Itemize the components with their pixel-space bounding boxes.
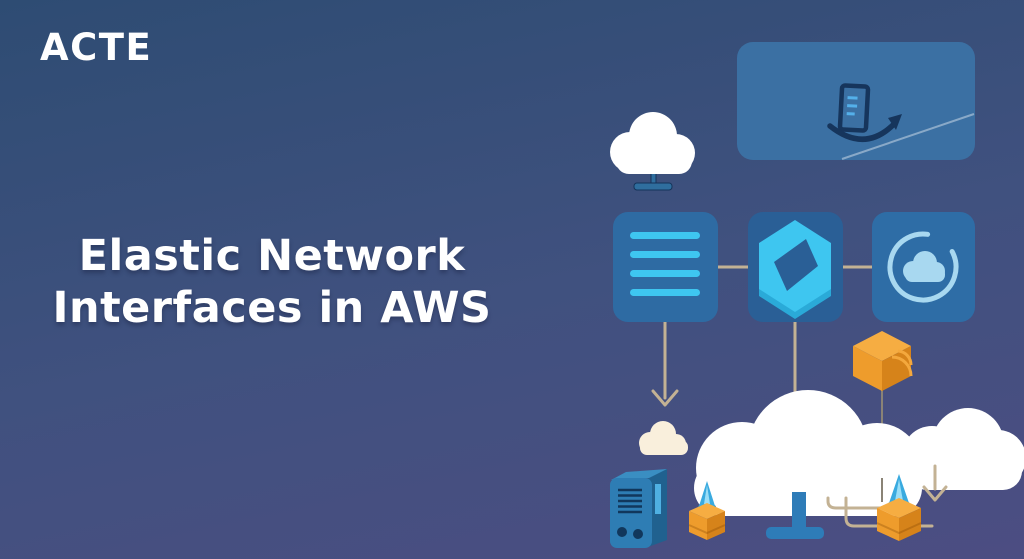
big-cloud-icon [694,390,922,516]
down-arrow-icon [922,464,948,502]
page-title-line2: Interfaces in AWS [52,282,492,333]
hexagon-package-icon [759,220,831,319]
aws-eni-illustration [610,42,1024,548]
brand-logo: ACTE [40,26,153,69]
cloud-sync-icon [887,231,959,303]
package-card [748,212,843,322]
connector-line [844,496,934,528]
page-title: Elastic Network Interfaces in AWS [18,231,526,334]
sync-card [872,212,975,322]
migration-card [737,42,975,160]
connector-line [826,496,916,510]
cloud-pedestal [766,492,824,539]
storage-box-icon [688,481,726,540]
storage-box-icon [876,474,922,541]
swoosh-arrow-icon [827,114,902,142]
diagonal-accent-line [841,113,975,160]
cloud-stand-icon [610,112,695,191]
server-tower-icon [610,469,667,548]
right-cloud-icon [902,408,1024,490]
small-cloud-icon [639,421,688,455]
list-icon [630,232,700,296]
server-migrate-icon [837,83,871,133]
list-card [613,212,718,322]
page-title-line1: Elastic Network [78,231,466,281]
down-arrow-icon [651,389,679,407]
